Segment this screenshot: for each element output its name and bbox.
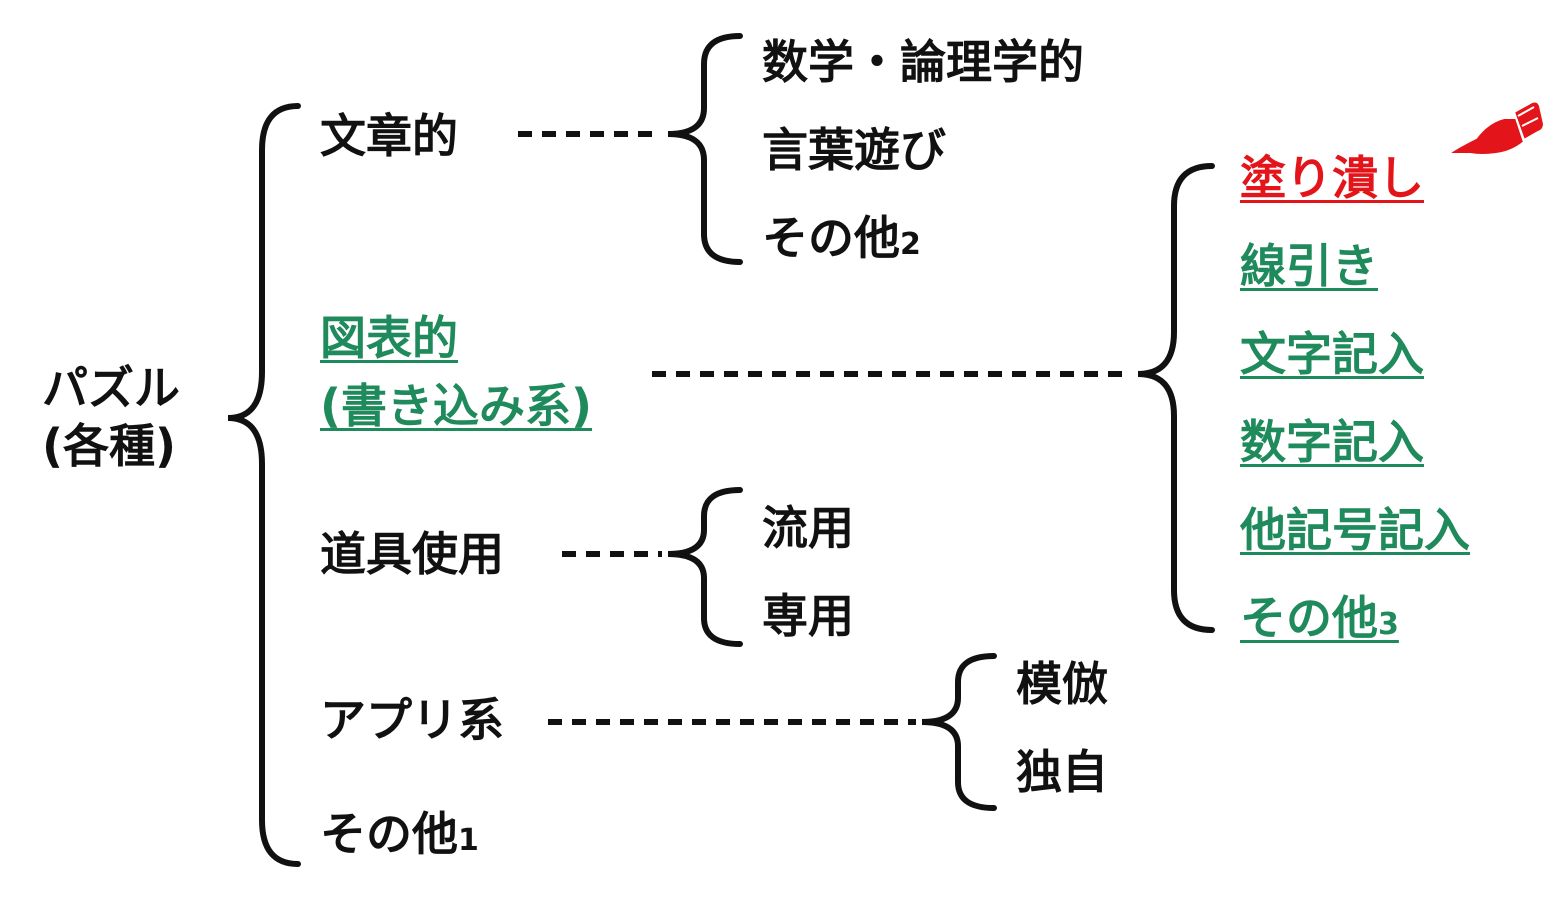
bunsho-item-other: その他2 <box>762 212 921 271</box>
app-item-original: 独自 <box>1016 745 1108 799</box>
zuhyo-item-fill-link[interactable]: 塗り潰し <box>1240 151 1424 205</box>
category-zuhyo-sub-link[interactable]: (書き込み系) <box>320 379 593 433</box>
zuhyo-item-number-link[interactable]: 数字記入 <box>1240 415 1424 469</box>
app-item-imitation: 模倣 <box>1016 657 1108 711</box>
pointing-hand-icon <box>1446 100 1546 156</box>
bunsho-item-wordplay: 言葉遊び <box>762 123 946 177</box>
category-bunsho: 文章的 <box>320 109 458 163</box>
app-brace <box>921 653 997 811</box>
bunsho-other-number: 2 <box>900 227 921 262</box>
root-brace <box>227 103 301 867</box>
dougu-brace <box>667 487 743 647</box>
category-app: アプリ系 <box>320 693 504 747</box>
root-label-line1: パズル <box>42 361 180 415</box>
category-zuhyo-link[interactable]: 図表的 <box>320 311 458 365</box>
category-other: その他1 <box>320 808 479 867</box>
zuhyo-item-symbol-link[interactable]: 他記号記入 <box>1240 503 1470 557</box>
zuhyo-other-number: 3 <box>1378 607 1399 642</box>
zuhyo-item-other-link[interactable]: その他3 <box>1240 592 1399 651</box>
category-other-label: その他 <box>320 807 458 861</box>
zuhyo-item-letter-link[interactable]: 文字記入 <box>1240 327 1424 381</box>
root-label-line2: (各種) <box>42 419 177 473</box>
dougu-item-reuse: 流用 <box>762 501 854 555</box>
bunsho-brace <box>667 33 743 265</box>
bunsho-other-label: その他 <box>762 211 900 265</box>
category-other-number: 1 <box>458 823 479 858</box>
zuhyo-other-label: その他 <box>1240 591 1378 645</box>
zuhyo-brace <box>1137 163 1215 633</box>
dougu-item-dedicated: 専用 <box>762 589 854 643</box>
category-dougu: 道具使用 <box>320 527 504 581</box>
zuhyo-item-line-link[interactable]: 線引き <box>1240 239 1378 293</box>
bunsho-item-math: 数学・論理学的 <box>762 35 1084 89</box>
